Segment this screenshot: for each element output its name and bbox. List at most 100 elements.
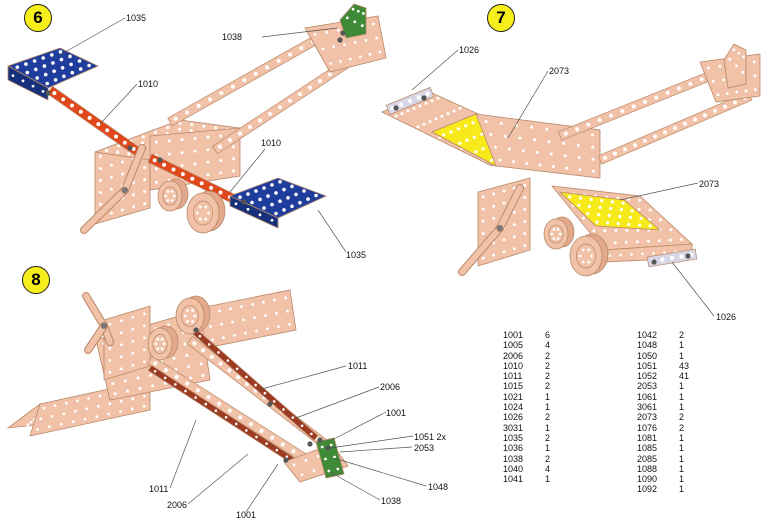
bolt: [157, 157, 163, 163]
bolt: [193, 327, 199, 333]
part-quantity: 1: [679, 463, 685, 474]
part-number: 1090: [637, 474, 658, 485]
part-number: 1021: [503, 391, 524, 402]
bolt: [267, 401, 273, 407]
leader-line: [229, 148, 266, 193]
bolt: [307, 441, 313, 447]
part-quantity: 41: [679, 371, 690, 382]
part-quantity: 1: [679, 402, 685, 413]
bolt: [421, 95, 427, 101]
callout-label: 1001: [236, 510, 257, 520]
curved-strip-1026: [646, 248, 698, 268]
part-quantity: 1: [679, 453, 685, 464]
fuselage-side-plate: [103, 305, 151, 381]
part-quantity: 1: [679, 432, 685, 443]
part-quantity: 6: [545, 330, 551, 340]
leader-line: [99, 83, 138, 125]
strip-1011: [147, 364, 295, 464]
part-number: 1011: [503, 371, 523, 382]
propeller: [82, 292, 114, 354]
callout-label: 1038: [381, 496, 402, 506]
tail-fin: [723, 43, 747, 89]
callout-label: 1011: [149, 484, 169, 494]
bolt: [340, 30, 346, 36]
part-quantity: 2: [545, 350, 551, 361]
part-number: 1040: [503, 463, 524, 474]
bolt: [127, 145, 133, 151]
bolt: [317, 437, 323, 443]
callout-label: 1035: [346, 250, 367, 260]
parts-row: 1081 1: [637, 433, 709, 443]
step-6-badge: 6: [24, 4, 52, 32]
part-quantity: 1: [679, 484, 685, 495]
part-number: 1052: [637, 371, 658, 382]
parts-row: 1052 41: [637, 371, 709, 381]
part-quantity: 1: [545, 474, 551, 485]
propeller: [458, 184, 524, 276]
wheel: [175, 295, 211, 335]
parts-row: 1040 4: [503, 464, 575, 474]
part-number: 1001: [503, 330, 524, 340]
callout-label: 2053: [414, 443, 435, 453]
plate-2073: [558, 191, 662, 231]
wheel: [157, 178, 189, 212]
leader-line: [411, 49, 459, 91]
part-number: 3031: [503, 422, 524, 433]
part-quantity: 4: [545, 463, 551, 474]
part-quantity: 1: [679, 443, 685, 454]
flat-plate-blue-side: [229, 195, 279, 229]
callout-label: 2073: [549, 66, 570, 76]
part-number: 1051: [637, 360, 658, 371]
part-number: 1081: [637, 432, 658, 443]
leader-line: [329, 435, 414, 449]
part-quantity: 1: [679, 474, 685, 485]
part-number: 1005: [503, 340, 524, 351]
part-quantity: 2: [679, 412, 685, 423]
leader-line: [59, 17, 126, 56]
callout-label: 1038: [222, 32, 243, 42]
part-quantity: 1: [679, 381, 685, 392]
tail-fin-green: [339, 3, 367, 39]
tail-boom-strip: [557, 63, 733, 141]
callout-label: 1011: [348, 361, 368, 371]
leader-line: [619, 182, 699, 201]
part-number: 2053: [637, 381, 658, 392]
part-number: 1026: [503, 412, 524, 423]
part-number: 1024: [503, 402, 524, 413]
leader-line: [245, 463, 279, 513]
step-7-badge: 7: [487, 4, 515, 32]
part-quantity: 2: [545, 381, 551, 392]
leader-line: [169, 419, 197, 489]
flat-plate-blue-side: [7, 65, 49, 101]
leader-line: [261, 27, 338, 38]
part-number: 1061: [637, 391, 658, 402]
leader-line: [329, 471, 381, 501]
propeller: [80, 144, 146, 234]
part-quantity: 43: [679, 360, 690, 371]
part-number: 1085: [637, 443, 658, 454]
part-number: 2085: [637, 453, 658, 464]
part-quantity: 1: [545, 402, 551, 413]
leader-line: [507, 70, 549, 139]
tail-boom-strip: [167, 27, 333, 127]
leader-line: [187, 453, 249, 505]
step-8-badge: 8: [22, 266, 50, 294]
parts-row: 1051 43: [637, 361, 709, 371]
